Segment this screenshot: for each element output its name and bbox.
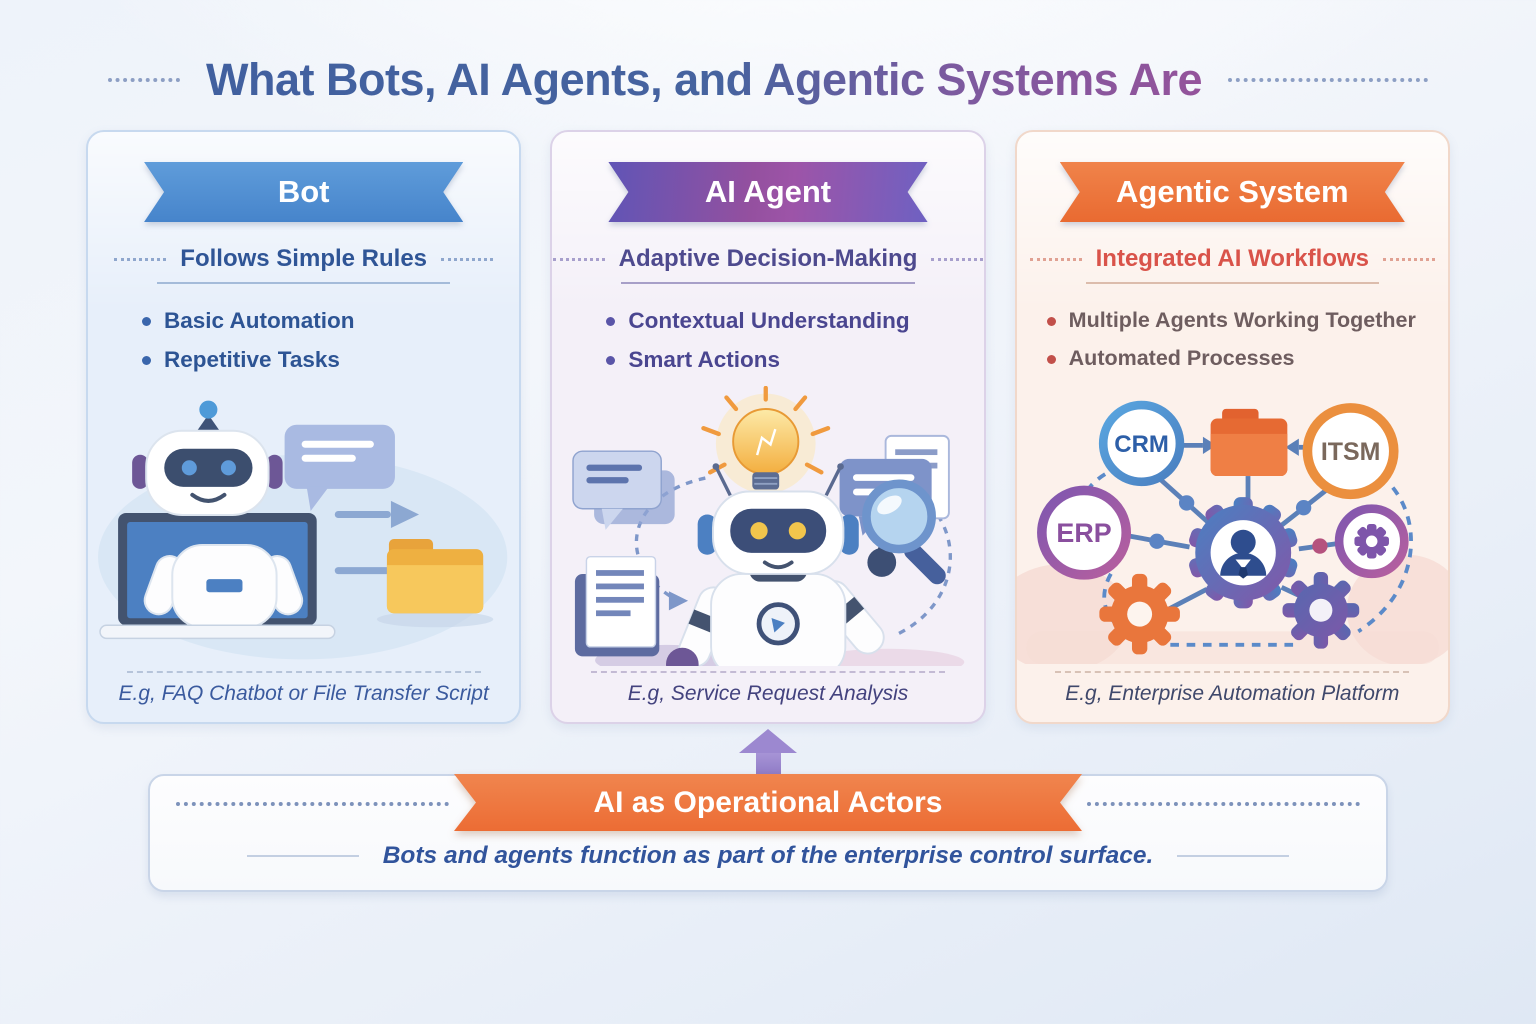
bullet-item: Contextual Understanding <box>606 308 983 334</box>
magnifier-icon <box>862 479 947 585</box>
person-icon <box>1219 529 1266 579</box>
node-dot <box>1178 495 1194 511</box>
title-dotted-line-left <box>108 78 180 82</box>
bullet-item: Basic Automation <box>142 308 519 334</box>
ai-agent-banner-ribbon: AI Agent <box>608 162 927 222</box>
agent-robot-icon <box>666 463 897 666</box>
agentic-system-subtitle: Integrated AI Workflows <box>1095 245 1369 272</box>
background-blob <box>1026 631 1439 664</box>
node-dot <box>1295 500 1311 516</box>
bot-card: Bot Follows Simple Rules Basic Automatio… <box>86 130 522 724</box>
ai-agent-illustration <box>552 386 983 666</box>
itsm-label: ITSM <box>1320 438 1380 466</box>
cards-row: Bot Follows Simple Rules Basic Automatio… <box>86 130 1450 724</box>
lightbulb-icon <box>701 386 831 494</box>
ai-agent-illustration-svg <box>572 386 965 666</box>
arrowhead <box>1202 436 1217 454</box>
footer-section: AI as Operational Actors Bots and agents… <box>148 729 1388 892</box>
bot-bullet-list: Basic Automation Repetitive Tasks <box>142 308 519 373</box>
gear-node <box>1334 504 1409 579</box>
bullet-item: Multiple Agents Working Together <box>1046 308 1448 333</box>
agentic-system-illustration-svg: CRM ITSM ERP <box>1016 400 1448 664</box>
bot-example: E.g, FAQ Chatbot or File Transfer Script <box>88 671 519 706</box>
documents-icon <box>575 555 660 657</box>
laptop-base <box>99 624 336 640</box>
erp-label: ERP <box>1056 518 1111 548</box>
chat-bubble-icon <box>284 424 395 511</box>
background-blob <box>811 648 965 666</box>
arrowhead <box>669 591 689 611</box>
footer-dotted-line-left <box>176 802 449 806</box>
bullet-item: Automated Processes <box>1046 346 1448 371</box>
bullet-item: Smart Actions <box>606 347 983 373</box>
folder-icon <box>1210 408 1287 477</box>
node-dot <box>1311 538 1328 554</box>
footer-banner-ribbon: AI as Operational Actors <box>454 774 1082 831</box>
bot-example-text: E.g, FAQ Chatbot or File Transfer Script <box>118 682 489 705</box>
agentic-system-bullet-list: Multiple Agents Working Together Automat… <box>1046 308 1448 371</box>
ai-agent-example-text: E.g, Service Request Analysis <box>627 682 909 705</box>
gear-icon <box>1099 573 1180 655</box>
bot-illustration-svg <box>98 400 508 660</box>
bot-banner-ribbon: Bot <box>144 162 463 222</box>
agentic-system-illustration: CRM ITSM ERP <box>1016 384 1448 664</box>
folder-icon <box>376 539 494 628</box>
footer-caption: Bots and agents function as part of the … <box>382 842 1154 869</box>
page-title: What Bots, AI Agents, and Agentic System… <box>206 54 1203 105</box>
itsm-node: ITSM <box>1302 403 1399 500</box>
dashed-divider <box>126 671 481 673</box>
caption-line-left <box>246 855 359 857</box>
bot-subtitle-row: Follows Simple Rules <box>88 245 519 273</box>
footer-dotted-line-right <box>1087 802 1360 806</box>
up-arrow-icon <box>739 729 797 775</box>
node-dot <box>1148 533 1165 549</box>
agentic-system-example: E.g, Enterprise Automation Platform <box>1017 671 1448 706</box>
divider <box>621 282 915 284</box>
ai-agent-card: AI Agent Adaptive Decision-Making Contex… <box>550 130 986 724</box>
arrow-shaft <box>755 753 781 775</box>
agentic-system-banner: Agentic System <box>1060 162 1405 222</box>
footer-banner: AI as Operational Actors <box>454 774 1082 831</box>
agentic-system-example-text: E.g, Enterprise Automation Platform <box>1065 682 1400 705</box>
bot-robot-icon <box>132 400 304 629</box>
person-gear-icon <box>1188 497 1297 609</box>
ai-agent-bullet-list: Contextual Understanding Smart Actions <box>606 308 983 373</box>
ai-agent-subtitle-row: Adaptive Decision-Making <box>552 245 984 273</box>
crm-label: CRM <box>1114 431 1169 458</box>
chat-bubbles-icon <box>572 450 675 530</box>
bullet-item: Repetitive Tasks <box>142 347 519 373</box>
agentic-system-subtitle-row: Integrated AI Workflows <box>1017 245 1448 273</box>
gear-icon <box>1282 571 1359 649</box>
divider <box>1085 282 1379 284</box>
arrow-head <box>739 729 797 753</box>
divider <box>157 282 451 284</box>
bot-illustration <box>88 386 519 666</box>
dotted-line-icon <box>114 257 167 261</box>
ai-agent-banner: AI Agent <box>608 162 927 222</box>
agentic-system-card: Agentic System Integrated AI Workflows M… <box>1014 130 1450 724</box>
page-header: What Bots, AI Agents, and Agentic System… <box>0 54 1536 106</box>
dashed-divider <box>591 671 945 673</box>
title-dotted-line-right <box>1228 78 1428 82</box>
ai-agent-example: E.g, Service Request Analysis <box>552 671 983 706</box>
agentic-system-banner-ribbon: Agentic System <box>1060 162 1405 222</box>
dotted-line-icon <box>441 257 494 261</box>
dotted-line-icon <box>931 257 984 261</box>
erp-node: ERP <box>1036 485 1131 580</box>
dotted-line-icon <box>1383 257 1435 261</box>
footer-caption-row: Bots and agents function as part of the … <box>150 842 1386 870</box>
bot-banner: Bot <box>144 162 463 222</box>
ai-agent-subtitle: Adaptive Decision-Making <box>618 245 918 272</box>
bot-subtitle: Follows Simple Rules <box>180 245 428 272</box>
arrowhead <box>1285 438 1299 456</box>
dotted-line-icon <box>1029 257 1082 261</box>
footer-panel: AI as Operational Actors Bots and agents… <box>148 774 1388 892</box>
dotted-line-icon <box>552 257 605 261</box>
dashed-divider <box>1055 671 1410 673</box>
arrow-right-icon <box>334 500 420 529</box>
crm-node: CRM <box>1098 400 1184 487</box>
caption-line-right <box>1177 855 1290 857</box>
